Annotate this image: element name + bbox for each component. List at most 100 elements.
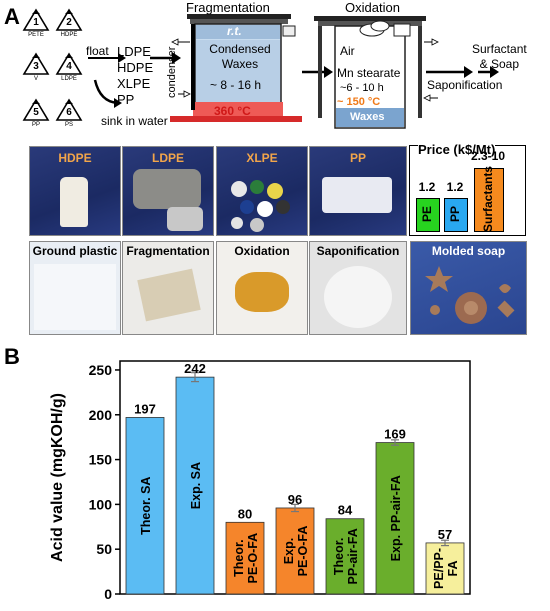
- to-oxidation-arrow-head: [324, 66, 333, 78]
- fragmentation-wax: [137, 268, 201, 322]
- price-value-pp: 1.2: [446, 180, 464, 194]
- photo-hdpe-label: HDPE: [58, 151, 92, 165]
- bar-category-label: Exp.PE-O-FA: [282, 526, 310, 577]
- photo-saponification-label: Saponification: [316, 244, 400, 258]
- bar: [375, 442, 415, 595]
- frag-heater: [193, 102, 283, 116]
- photo-oxidation: Oxidation: [216, 241, 308, 335]
- frag-time-label: ~ 8 - 16 h: [210, 78, 262, 92]
- bar: [325, 518, 365, 595]
- photo-fragmentation-label: Fragmentation: [126, 244, 210, 258]
- photo-xlpe: XLPE: [216, 146, 308, 236]
- panel-b-letter: B: [4, 344, 20, 369]
- photo-molded-soap: Molded soap: [410, 241, 527, 335]
- bar-value-label: 242: [184, 361, 206, 376]
- float-plastic-item: LDPE: [117, 44, 151, 59]
- float-plastic-item: PP: [117, 92, 135, 107]
- recycling-code-number: 4: [66, 61, 72, 72]
- price-bar-surfactants: Surfactants: [474, 165, 504, 233]
- photo-ground-plastic-label: Ground plastic: [32, 244, 118, 258]
- price-value-surfactants: 2.3-10: [470, 149, 506, 163]
- to-fragmentation-arrow-head: [172, 52, 181, 64]
- price-bar-label: PE: [420, 205, 435, 223]
- hdpe-bottle: [60, 177, 88, 227]
- bar: [425, 542, 465, 595]
- photo-molded-soap-label: Molded soap: [431, 244, 506, 258]
- pp-items: [322, 177, 392, 213]
- recycling-code-abbr: LDPE: [61, 76, 77, 82]
- ox-lid-top: [314, 16, 426, 21]
- frag-port: [282, 25, 296, 37]
- bar-category-line1: Theor.: [332, 538, 346, 576]
- saponification-label: Saponification: [427, 78, 503, 92]
- recycling-code-abbr: PETE: [28, 32, 44, 38]
- photo-saponification: Saponification: [309, 241, 407, 335]
- float-arrow-head: [118, 53, 126, 63]
- price-bar-label: Surfactants: [481, 165, 496, 233]
- y-tick-label: 250: [89, 362, 113, 378]
- frag-condenser-wall: [191, 24, 195, 110]
- frag-rt-band: [196, 25, 280, 39]
- oxidation-product: [235, 272, 289, 312]
- oxidation-title: Oxidation: [345, 0, 400, 15]
- frag-lid-top: [187, 14, 291, 19]
- ox-jacket-left: [318, 26, 322, 118]
- sink-label: sink in water: [101, 114, 168, 128]
- frag-product-line1: Condensed: [209, 42, 271, 56]
- ox-wax-layer: [336, 108, 404, 127]
- price-value-pe: 1.2: [418, 180, 436, 194]
- bar-value-label: 169: [384, 427, 406, 442]
- photo-ldpe: LDPE: [122, 146, 214, 236]
- ox-jacket-right: [418, 26, 422, 118]
- price-bar-pp: PP: [444, 198, 468, 232]
- ox-waxes-label: Waxes: [350, 111, 385, 123]
- ground-plastic-flakes: [34, 264, 116, 330]
- final-product-line2: & Soap: [479, 57, 520, 71]
- photo-oxidation-label: Oxidation: [234, 244, 290, 258]
- price-bar-pe: PE: [416, 198, 440, 232]
- ox-time-label: ~6 - 10 h: [340, 82, 384, 94]
- ox-port: [393, 23, 411, 37]
- frag-rt-label: r.t.: [227, 24, 242, 38]
- recycling-code-number: 1: [33, 17, 39, 28]
- frag-lid: [190, 19, 288, 24]
- frag-temp-label: 360 °C: [214, 104, 251, 118]
- frag-product-label: Condensed Waxes: [200, 42, 280, 72]
- bar: [125, 417, 165, 595]
- y-tick-label: 0: [104, 586, 112, 602]
- photo-pp-label: PP: [349, 151, 366, 165]
- bar-category-line1: PE/PP-: [432, 548, 446, 589]
- recycling-code-number: 6: [66, 107, 72, 118]
- bar-category-line2: PP-air-FA: [346, 528, 360, 584]
- bar-category-line1: Theor.: [232, 539, 246, 577]
- y-axis-label: Acid value (mgKOH/g): [49, 393, 66, 562]
- bar-value-label: 84: [338, 503, 353, 518]
- ox-temp-label: ~ 150 °C: [337, 96, 381, 108]
- photo-ground-plastic: Ground plastic: [29, 241, 121, 335]
- frag-product-line2: Waxes: [221, 57, 259, 71]
- recycling-code-number: 2: [66, 17, 72, 28]
- saponification-arrow-head: [464, 66, 473, 78]
- ldpe-film: [133, 169, 201, 209]
- float-plastic-item: HDPE: [117, 60, 154, 75]
- xlpe-caps: [231, 180, 290, 232]
- bar-value-label: 197: [134, 401, 156, 416]
- y-tick-label: 100: [89, 496, 113, 512]
- fragmentation-title: Fragmentation: [186, 0, 270, 15]
- bar-value-label: 96: [288, 492, 302, 507]
- y-tick-label: 50: [96, 541, 112, 557]
- frag-condenser-label: condenser: [166, 46, 178, 98]
- ox-air-label: Air: [340, 44, 355, 58]
- sink-arrow-head: [114, 98, 122, 108]
- recycling-code-abbr: V: [33, 76, 38, 82]
- molded-soap-shapes: [425, 266, 515, 324]
- bar-category-label: Theor.PP-air-FA: [332, 528, 360, 584]
- ox-catalyst-label: Mn stearate: [337, 66, 401, 80]
